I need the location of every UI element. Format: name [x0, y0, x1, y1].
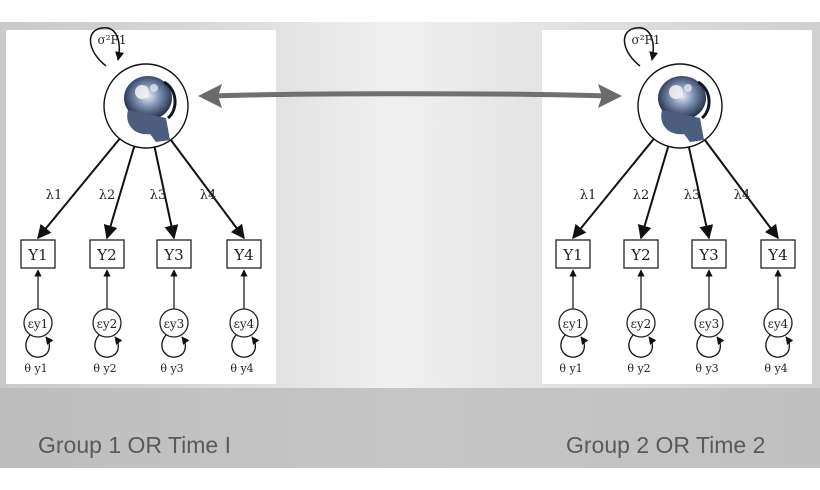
error-variance-label: θ y4: [230, 362, 253, 375]
error-variance-label: θ y2: [93, 362, 116, 375]
factor-variance-label: σ²F1: [98, 33, 127, 47]
loading-label: λ4: [734, 188, 751, 203]
indicator-box: [623, 239, 659, 269]
error-circle: [159, 308, 189, 338]
error-circle: [694, 308, 724, 338]
group-1-caption: Group 1 OR Time I: [38, 432, 232, 458]
factor-variance-loop: [623, 27, 658, 67]
jaw-neck-shape: [127, 110, 170, 142]
indicator-label: Y1: [562, 246, 582, 264]
loading-arrow: [37, 138, 121, 240]
error-label: εy4: [234, 317, 255, 331]
brain-xray-head-icon: [658, 76, 711, 142]
loading-label: λ1: [580, 188, 597, 203]
loading-label: λ3: [684, 188, 701, 203]
skull-shape: [124, 76, 172, 120]
loading-arrow: [637, 146, 670, 240]
factor-variance-label: σ²F1: [632, 33, 661, 47]
error-variance-loop: [560, 334, 589, 358]
indicator-box: [89, 239, 125, 269]
loading-label: λ4: [200, 188, 217, 203]
indicator-box: [760, 239, 796, 269]
caption-band: [0, 388, 820, 468]
jaw-neck-shape: [661, 110, 704, 142]
indicator-box: [226, 239, 262, 269]
error-variance-loop: [25, 334, 54, 358]
error-label: εy1: [28, 317, 49, 331]
error-variance-label: θ y4: [764, 362, 787, 375]
indicator-label: Y4: [233, 246, 253, 264]
error-variance-label: θ y1: [559, 362, 582, 375]
indicator-label: Y3: [163, 246, 183, 264]
double-headed-arrow-icon: [198, 84, 622, 108]
loading-arrow: [169, 139, 245, 240]
indicator-label: Y4: [767, 246, 787, 264]
indicator-label: Y3: [698, 246, 718, 264]
indicator-box: [20, 239, 56, 269]
error-label: εy1: [563, 317, 584, 331]
error-variance-label: θ y3: [160, 362, 183, 375]
skull-back: [163, 80, 177, 120]
indicator-box: [555, 239, 591, 269]
error-circle: [558, 308, 588, 338]
error-circle: [92, 308, 122, 338]
error-circle: [23, 308, 53, 338]
brain-xray-head-icon: [124, 76, 177, 142]
error-variance-loop: [696, 334, 725, 358]
loading-label: λ2: [633, 188, 650, 203]
indicator-box: [691, 239, 727, 269]
indicator-box: [156, 239, 192, 269]
loading-arrow: [703, 139, 779, 240]
error-label: εy3: [164, 317, 185, 331]
indicator-label: Y1: [27, 246, 47, 264]
error-label: εy2: [631, 317, 652, 331]
indicator-label: Y2: [630, 246, 650, 264]
loading-arrow: [103, 146, 136, 240]
error-label: εy3: [699, 317, 720, 331]
error-variance-loop: [765, 334, 794, 358]
loading-arrow: [153, 146, 179, 240]
error-label: εy4: [768, 317, 789, 331]
bottom-margin: [0, 468, 820, 490]
loading-arrow: [687, 146, 714, 240]
loading-arrow: [572, 138, 655, 240]
error-variance-loop: [231, 334, 260, 358]
error-circle: [763, 308, 793, 338]
brain-highlight-2: [150, 84, 158, 92]
error-variance-label: θ y3: [695, 362, 718, 375]
loading-label: λ2: [99, 188, 116, 203]
skull-shape: [658, 76, 706, 120]
group-2-caption: Group 2 OR Time 2: [566, 432, 766, 458]
brain-highlight: [135, 85, 149, 99]
loading-label: λ3: [150, 188, 167, 203]
loading-label: λ1: [46, 188, 63, 203]
indicator-label: Y2: [96, 246, 116, 264]
error-label: εy2: [97, 317, 118, 331]
error-variance-loop: [94, 334, 123, 358]
error-variance-label: θ y1: [24, 362, 47, 375]
error-circle: [626, 308, 656, 338]
factor-variance-loop: [89, 27, 124, 67]
error-circle: [229, 308, 259, 338]
top-margin: [0, 0, 820, 22]
error-variance-label: θ y2: [627, 362, 650, 375]
error-variance-loop: [628, 334, 657, 358]
brain-highlight: [669, 85, 683, 99]
skull-back: [697, 80, 711, 120]
error-variance-loop: [161, 334, 190, 358]
brain-highlight-2: [684, 84, 692, 92]
